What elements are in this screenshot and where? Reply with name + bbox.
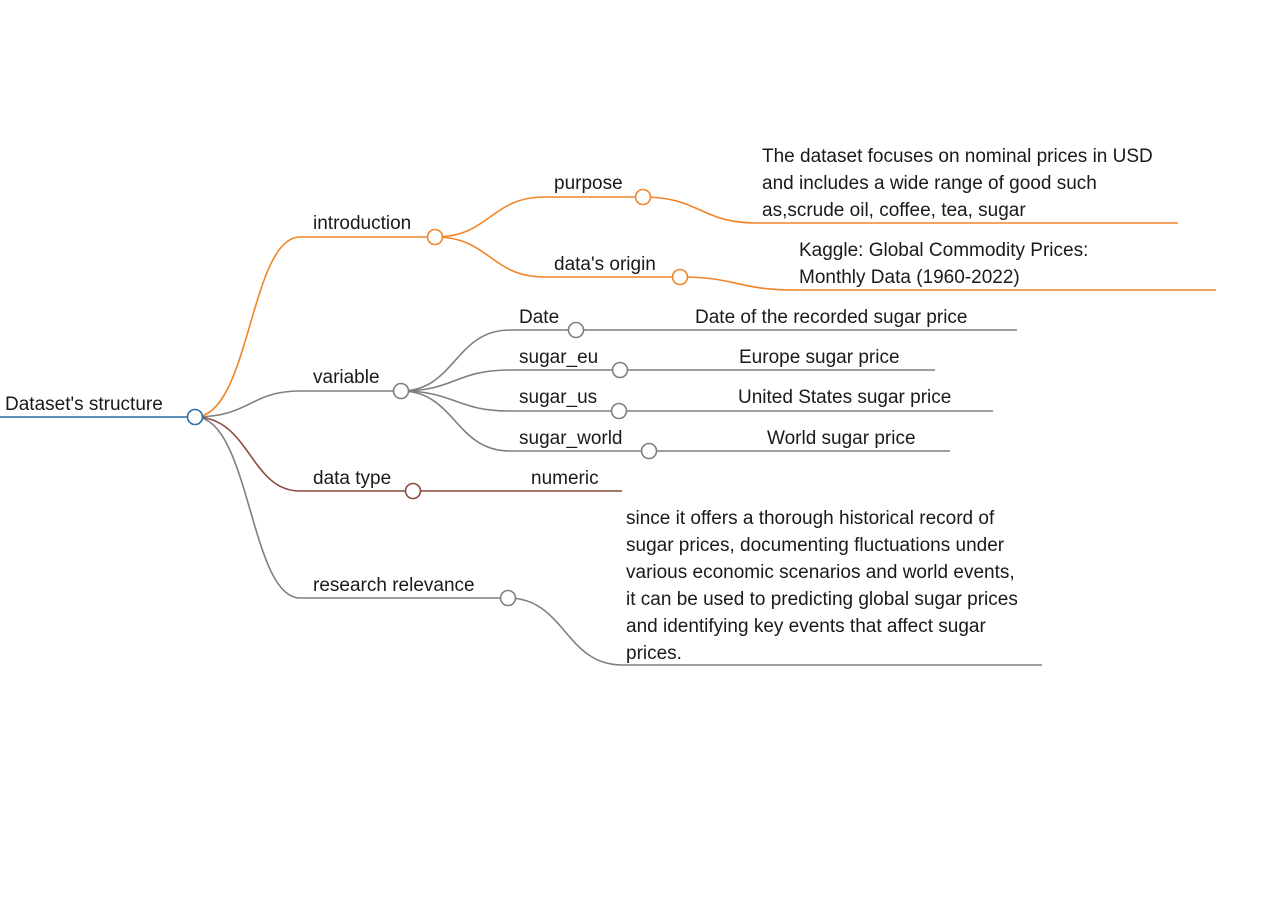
edge-root-research-relevance	[194, 416, 508, 599]
sugar-eu-node-label[interactable]: sugar_eu	[519, 347, 599, 368]
node-dot-data-type[interactable]	[404, 482, 422, 500]
node-dot-sugar-world[interactable]	[640, 442, 658, 460]
edge-purpose-detail	[642, 196, 1178, 224]
research-relevance-detail-text: since it offers a thorough historical re…	[626, 508, 1018, 664]
edge-origin-detail	[679, 276, 1216, 291]
sugar-eu-detail-text: Europe sugar price	[739, 347, 900, 368]
edge-variable-sugar-eu	[400, 369, 620, 392]
edge-root-introduction	[194, 236, 435, 418]
node-dot-introduction[interactable]	[426, 228, 444, 246]
root-node-label[interactable]: Dataset's structure	[5, 394, 163, 415]
node-dot-root[interactable]	[186, 408, 204, 426]
edge-variable-date	[400, 329, 576, 392]
edge-variable-sugar-us	[400, 390, 619, 412]
sugar-world-detail-text: World sugar price	[767, 428, 916, 449]
edge-introduction-purpose	[434, 196, 643, 238]
node-dot-sugar-eu[interactable]	[611, 361, 629, 379]
edge-root-variable	[194, 390, 401, 418]
node-dot-research-relevance[interactable]	[499, 589, 517, 607]
node-dot-origin[interactable]	[671, 268, 689, 286]
data-type-detail-text: numeric	[531, 468, 599, 489]
sugar-world-node-label[interactable]: sugar_world	[519, 428, 623, 449]
node-dot-sugar-us[interactable]	[610, 402, 628, 420]
purpose-detail-text: The dataset focuses on nominal prices in…	[762, 146, 1153, 221]
node-dot-variable[interactable]	[392, 382, 410, 400]
node-dot-date[interactable]	[567, 321, 585, 339]
node-dot-purpose[interactable]	[634, 188, 652, 206]
data-type-node-label[interactable]: data type	[313, 468, 392, 489]
date-detail-text: Date of the recorded sugar price	[695, 307, 968, 328]
purpose-node-label[interactable]: purpose	[554, 173, 623, 194]
sugar-us-node-label[interactable]: sugar_us	[519, 387, 598, 408]
origin-detail-text: Kaggle: Global Commodity Prices: Monthly…	[799, 240, 1089, 288]
origin-node-label[interactable]: data's origin	[554, 254, 656, 275]
introduction-node-label[interactable]: introduction	[313, 213, 412, 234]
edge-research-relevance-detail	[507, 597, 1042, 666]
date-node-label[interactable]: Date	[519, 307, 560, 328]
variable-node-label[interactable]: variable	[313, 367, 380, 388]
edge-variable-sugar-world	[400, 390, 649, 452]
sugar-us-detail-text: United States sugar price	[738, 387, 952, 408]
research-relevance-node-label[interactable]: research relevance	[313, 575, 475, 596]
edge-introduction-origin	[434, 236, 680, 278]
edge-root-data-type	[194, 416, 413, 492]
